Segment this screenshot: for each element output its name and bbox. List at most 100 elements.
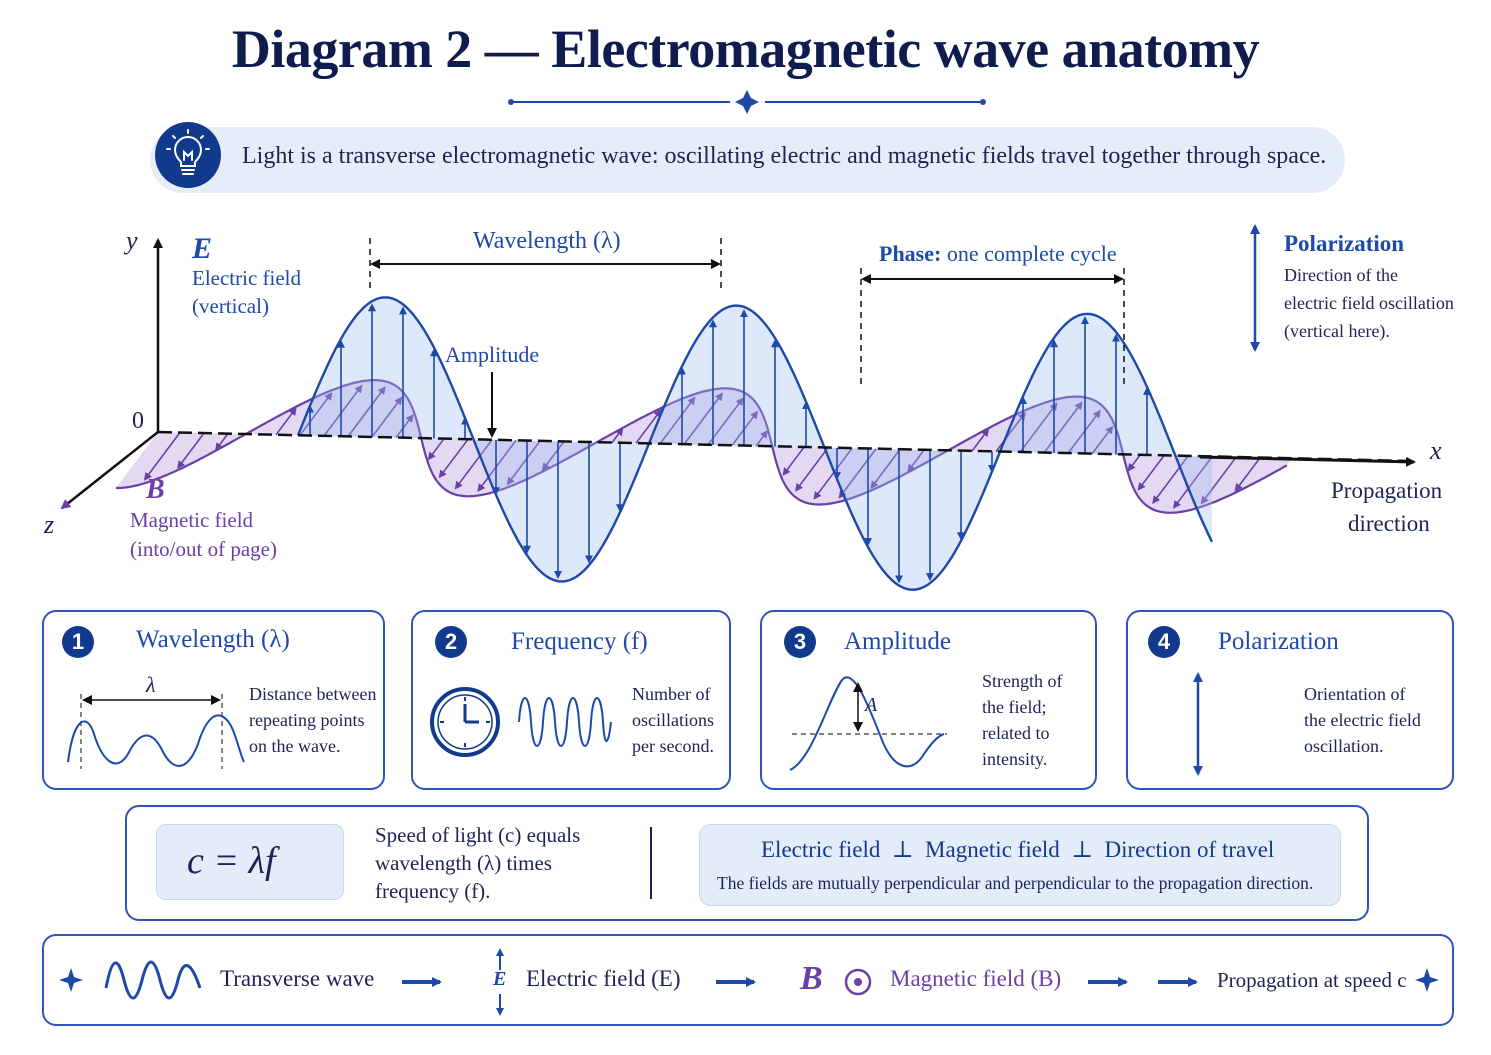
propagation-sublabel: direction	[1348, 511, 1430, 536]
card-number: 2	[435, 626, 467, 658]
wavelength-label: Wavelength (λ)	[473, 228, 621, 254]
formula-equation: c = λf	[187, 840, 276, 882]
intro-banner	[150, 127, 1345, 193]
e-field-sublabel: (vertical)	[192, 294, 269, 318]
perpendicular-line: Electric field ⊥ Magnetic field ⊥ Direct…	[761, 837, 1275, 862]
b-field-arrow	[395, 414, 414, 439]
sparkle-icon	[59, 968, 83, 992]
b-field-arrow	[477, 439, 517, 492]
b-field-arrow	[907, 449, 925, 473]
card-title: Frequency (f)	[511, 628, 648, 655]
panel-divider	[650, 827, 652, 899]
phase-label: Phase: one complete cycle	[879, 241, 1117, 266]
z-axis	[60, 431, 159, 510]
lambda-symbol: λ	[146, 672, 156, 697]
x-axis-arrow	[1199, 455, 1416, 467]
title-divider	[508, 90, 986, 114]
out-of-page-icon	[844, 968, 872, 996]
b-field-arrow	[795, 447, 829, 492]
card-number: 3	[784, 626, 816, 658]
b-field-arrow	[347, 386, 386, 437]
polarization-line2: electric field oscillation	[1284, 293, 1454, 313]
b-field-arrow	[1067, 409, 1101, 454]
b-field-arrow	[971, 428, 990, 452]
b-field-arrow	[1019, 402, 1058, 453]
amplitude-label: Amplitude	[445, 342, 540, 367]
e-field-label: Electric field	[192, 266, 302, 290]
card-title: Amplitude	[844, 628, 951, 655]
b-field-arrow	[1137, 455, 1165, 491]
b-field-arrow	[870, 448, 901, 490]
electric-label: Electric field (E)	[526, 966, 681, 991]
double-arrow-icon	[1193, 672, 1203, 776]
b-field-arrow	[611, 427, 624, 444]
transverse-label: Transverse wave	[220, 966, 375, 991]
amplitude-symbol: A	[865, 694, 878, 716]
e-symbol: E	[493, 968, 507, 990]
z-axis-label: z	[44, 510, 55, 539]
sparkle-icon	[1415, 968, 1439, 992]
summary-strip: Transverse wave E Electric field (E) B M…	[42, 934, 1454, 1026]
b-field-arrow	[143, 432, 181, 481]
b-field-arrow	[215, 433, 229, 452]
y-axis-label: y	[126, 226, 138, 255]
polarization-title: Polarization	[1284, 231, 1405, 256]
b-field-arrow	[506, 440, 541, 486]
perpendicular-note: The fields are mutually perpendicular an…	[717, 873, 1314, 893]
b-field-fill	[116, 380, 1292, 513]
origin-label: 0	[132, 408, 144, 434]
summary-icons	[59, 948, 1439, 1016]
polarization-line3: (vertical here).	[1284, 321, 1390, 341]
wave-icon	[104, 960, 202, 1000]
e-field-symbol: E	[192, 232, 213, 265]
b-field-arrow	[1127, 454, 1141, 472]
page-title: Diagram 2 — Electromagnetic wave anatomy	[231, 19, 1260, 79]
em-wave-diagram	[60, 224, 1416, 591]
card-number: 4	[1148, 626, 1180, 658]
x-axis-label: x	[1430, 436, 1442, 465]
wavelength-illustration	[67, 694, 245, 769]
b-field-arrow	[635, 409, 662, 444]
clock-icon	[430, 687, 612, 757]
b-field-arrow	[1043, 401, 1083, 454]
e-field-curve	[296, 296, 1214, 591]
b-field-arrow	[1091, 425, 1114, 455]
b-field-arrow	[659, 396, 696, 445]
polarization-line1: Direction of the	[1284, 265, 1398, 285]
b-field-label: Magnetic field	[130, 508, 254, 532]
b-field-arrow	[782, 446, 805, 476]
b-field-arrow	[177, 432, 205, 469]
propagation-speed-label: Propagation at speed c	[1217, 968, 1407, 992]
b-field-arrow	[755, 429, 768, 447]
card-title: Wavelength (λ)	[136, 626, 290, 653]
b-field-arrow	[275, 407, 297, 436]
b-field-arrow	[427, 438, 445, 461]
card-title: Polarization	[1218, 628, 1339, 655]
lightbulb-icon	[155, 122, 221, 188]
b-symbol: B	[800, 960, 823, 997]
b-field-arrow	[1234, 457, 1261, 492]
b-field-arrow	[995, 411, 1026, 453]
b-field-sublabel: (into/out of page)	[130, 537, 277, 561]
intro-text: Light is a transverse electromagnetic wa…	[242, 143, 1327, 169]
perpendicular-box	[699, 824, 1341, 906]
propagation-label: Propagation	[1331, 478, 1443, 503]
b-field-arrow	[683, 392, 723, 445]
b-field-arrow	[454, 439, 493, 490]
amplitude-illustration	[789, 676, 947, 771]
b-field-arrow	[323, 384, 363, 437]
b-field-arrow	[371, 396, 403, 438]
b-field-curve	[116, 379, 1288, 514]
b-field-arrow	[838, 448, 877, 499]
magnetic-label: Magnetic field (B)	[890, 966, 1062, 991]
b-field-arrow	[1152, 455, 1189, 505]
